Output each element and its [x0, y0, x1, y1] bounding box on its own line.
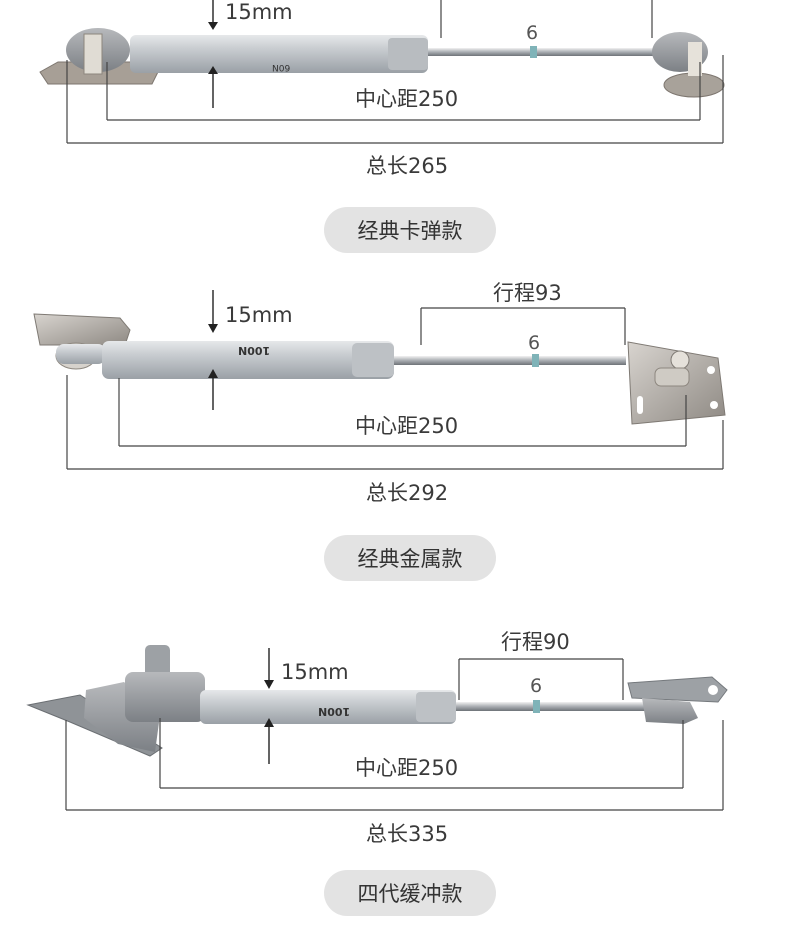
diameter-label-3: 15mm	[281, 660, 349, 684]
body-print-2: 100N	[238, 344, 271, 357]
body-print-3: 100N	[318, 705, 351, 718]
center-distance-3: 中心距250	[355, 756, 459, 780]
variant-badge-2: 经典金属款	[324, 535, 496, 581]
diameter-label-1: 15mm	[225, 0, 293, 24]
total-length-1: 总长265	[366, 154, 449, 178]
variant-badge-1: 经典卡弹款	[324, 207, 496, 253]
strut-1	[39, 0, 725, 144]
diameter-label-2: 15mm	[225, 303, 293, 327]
rod-marker-2: 6	[528, 332, 541, 354]
variant-badge-3: 四代缓冲款	[324, 870, 496, 916]
rod-marker-1: 6	[526, 22, 539, 44]
stroke-label-2: 行程93	[493, 281, 562, 305]
strut-3	[26, 645, 728, 811]
center-distance-2: 中心距250	[355, 414, 459, 438]
body-print-1: 60N	[272, 62, 291, 72]
total-length-3: 总长335	[366, 822, 449, 846]
rod-marker-3: 6	[530, 675, 543, 697]
strut-2	[33, 290, 726, 470]
total-length-2: 总长292	[366, 481, 449, 505]
center-distance-1: 中心距250	[355, 87, 459, 111]
stroke-label-3: 行程90	[501, 630, 570, 654]
